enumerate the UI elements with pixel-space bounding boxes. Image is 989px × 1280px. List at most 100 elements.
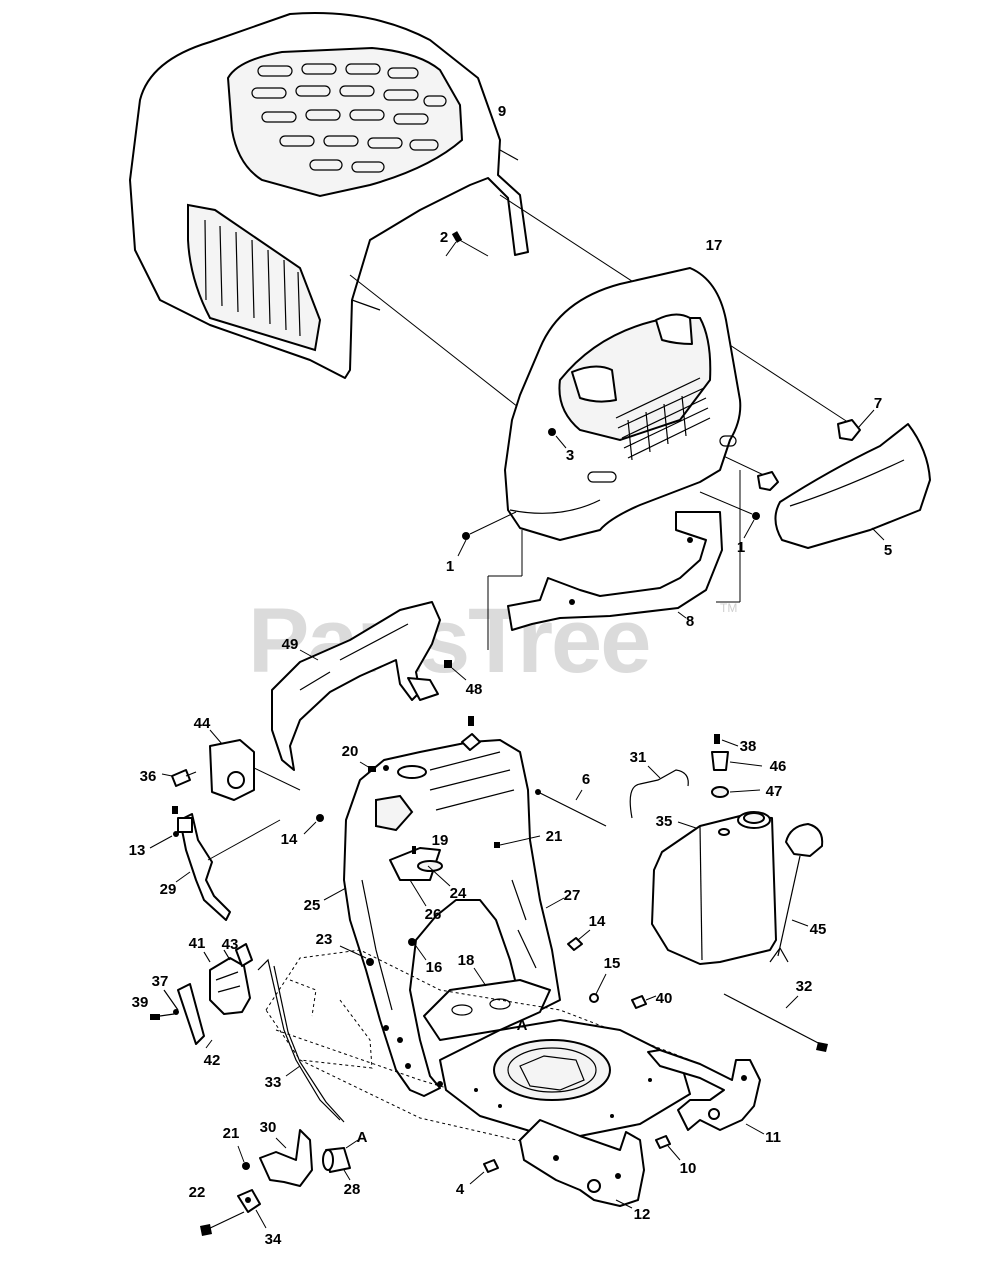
right-bracket: [647, 1049, 765, 1135]
hardware-bolt-top: [468, 716, 474, 726]
callout-c46: 46: [770, 758, 787, 775]
hardware-nut-23: [366, 958, 374, 966]
hardware-nut-4: [483, 1159, 499, 1173]
hood-vents: [251, 63, 447, 173]
callout-c49: 49: [282, 636, 299, 653]
hardware-bolt-14b: [567, 937, 583, 951]
hardware-nut-16: [408, 938, 416, 946]
callout-c15: 15: [604, 955, 621, 972]
callout-c1b: 1: [737, 539, 745, 556]
callout-c38: 38: [740, 738, 757, 755]
callout-c5: 5: [884, 542, 892, 559]
hardware-nut-40: [631, 995, 647, 1009]
grille-slots: [615, 377, 711, 461]
callout-c24: 24: [450, 885, 467, 902]
fuel-cap: [769, 823, 824, 963]
callout-c2: 2: [440, 229, 448, 246]
hardware-nut-10: [655, 1135, 671, 1149]
callout-c12: 12: [634, 1206, 651, 1223]
hardware-washer-15: [589, 993, 599, 1003]
callout-c20: 20: [342, 743, 359, 760]
callout-c1a: 1: [446, 558, 454, 575]
callout-c14a: 14: [281, 831, 298, 848]
hardware-nut-top: [461, 733, 481, 751]
dash-cover: [271, 601, 441, 771]
callout-c16: 16: [426, 959, 443, 976]
lift-lever-assembly: [150, 943, 253, 1049]
callout-c11: 11: [765, 1129, 781, 1146]
hardware-nut-1a: [462, 532, 470, 540]
lift-rod-33: [257, 958, 345, 1123]
throttle-control: [175, 813, 281, 921]
hardware-screw-13: [173, 831, 179, 837]
callout-c45: 45: [810, 921, 827, 938]
callout-c27: 27: [564, 887, 581, 904]
callout-c17: 17: [706, 237, 723, 254]
left-bracket: [519, 1119, 645, 1209]
callout-c28: 28: [344, 1181, 361, 1198]
callout-c13: 13: [129, 842, 146, 859]
callout-c34: 34: [265, 1231, 282, 1248]
hardware-pin-7: [837, 409, 875, 441]
callout-c44: 44: [194, 715, 211, 732]
hood-side-grille: [204, 219, 301, 337]
callout-c40: 40: [656, 990, 673, 1007]
hardware-screw-21a: [494, 842, 500, 848]
callout-c33: 33: [265, 1074, 282, 1091]
callout-c14b: 14: [589, 913, 606, 930]
callout-c22: 22: [189, 1184, 206, 1201]
tank-fittings: [711, 734, 763, 798]
callout-c47: 47: [766, 783, 783, 800]
lower-bracket-assembly: [200, 1129, 359, 1236]
hardware-nut-14a: [316, 814, 324, 822]
grille-housing: [504, 267, 742, 541]
dash-platform: [423, 967, 551, 1041]
hardware-screw-48: [444, 660, 467, 681]
hardware-pin: [757, 471, 779, 491]
callout-c36: 36: [140, 768, 157, 785]
dash-tower: [343, 739, 561, 1097]
callout-c29: 29: [160, 881, 177, 898]
callout-c10: 10: [680, 1160, 697, 1177]
callout-c32: 32: [796, 978, 813, 995]
hardware-bolt-2: [445, 231, 463, 257]
callout-c37: 37: [152, 973, 169, 990]
callout-c8: 8: [686, 613, 694, 630]
callout-c6: 6: [582, 771, 590, 788]
callout-cA2: A: [357, 1129, 368, 1146]
hardware-screw-19: [412, 846, 416, 854]
callout-c23: 23: [316, 931, 333, 948]
hood: [129, 12, 529, 379]
callout-c26: 26: [425, 906, 442, 923]
long-rod-32: [723, 993, 828, 1052]
fuel-tank: [651, 811, 777, 965]
callout-c21a: 21: [546, 828, 563, 845]
callout-c7: 7: [874, 395, 882, 412]
callout-c48: 48: [466, 681, 483, 698]
callout-c19: 19: [432, 832, 449, 849]
rod-6: [535, 789, 607, 827]
front-bumper: [774, 423, 931, 549]
callout-c25: 25: [304, 897, 321, 914]
watermark-trademark: TM: [720, 601, 737, 615]
hardware-screw: [172, 806, 178, 814]
callout-cA1: A: [517, 1017, 528, 1034]
callout-c21b: 21: [223, 1125, 240, 1142]
hardware-clip-20: [368, 766, 376, 772]
callout-c4: 4: [456, 1181, 465, 1198]
callout-c31: 31: [630, 749, 647, 766]
callout-c39: 39: [132, 994, 149, 1011]
ignition-key: [161, 769, 197, 787]
hardware-screw-3: [548, 428, 556, 436]
callout-c18: 18: [458, 952, 475, 969]
hardware-nut-1b: [752, 512, 760, 520]
callout-c35: 35: [656, 813, 673, 830]
callout-c43: 43: [222, 936, 239, 953]
fuel-line-31: [629, 765, 689, 819]
callout-c42: 42: [204, 1052, 221, 1069]
ignition-switch: [209, 729, 301, 801]
grille-bracket: [487, 470, 741, 650]
